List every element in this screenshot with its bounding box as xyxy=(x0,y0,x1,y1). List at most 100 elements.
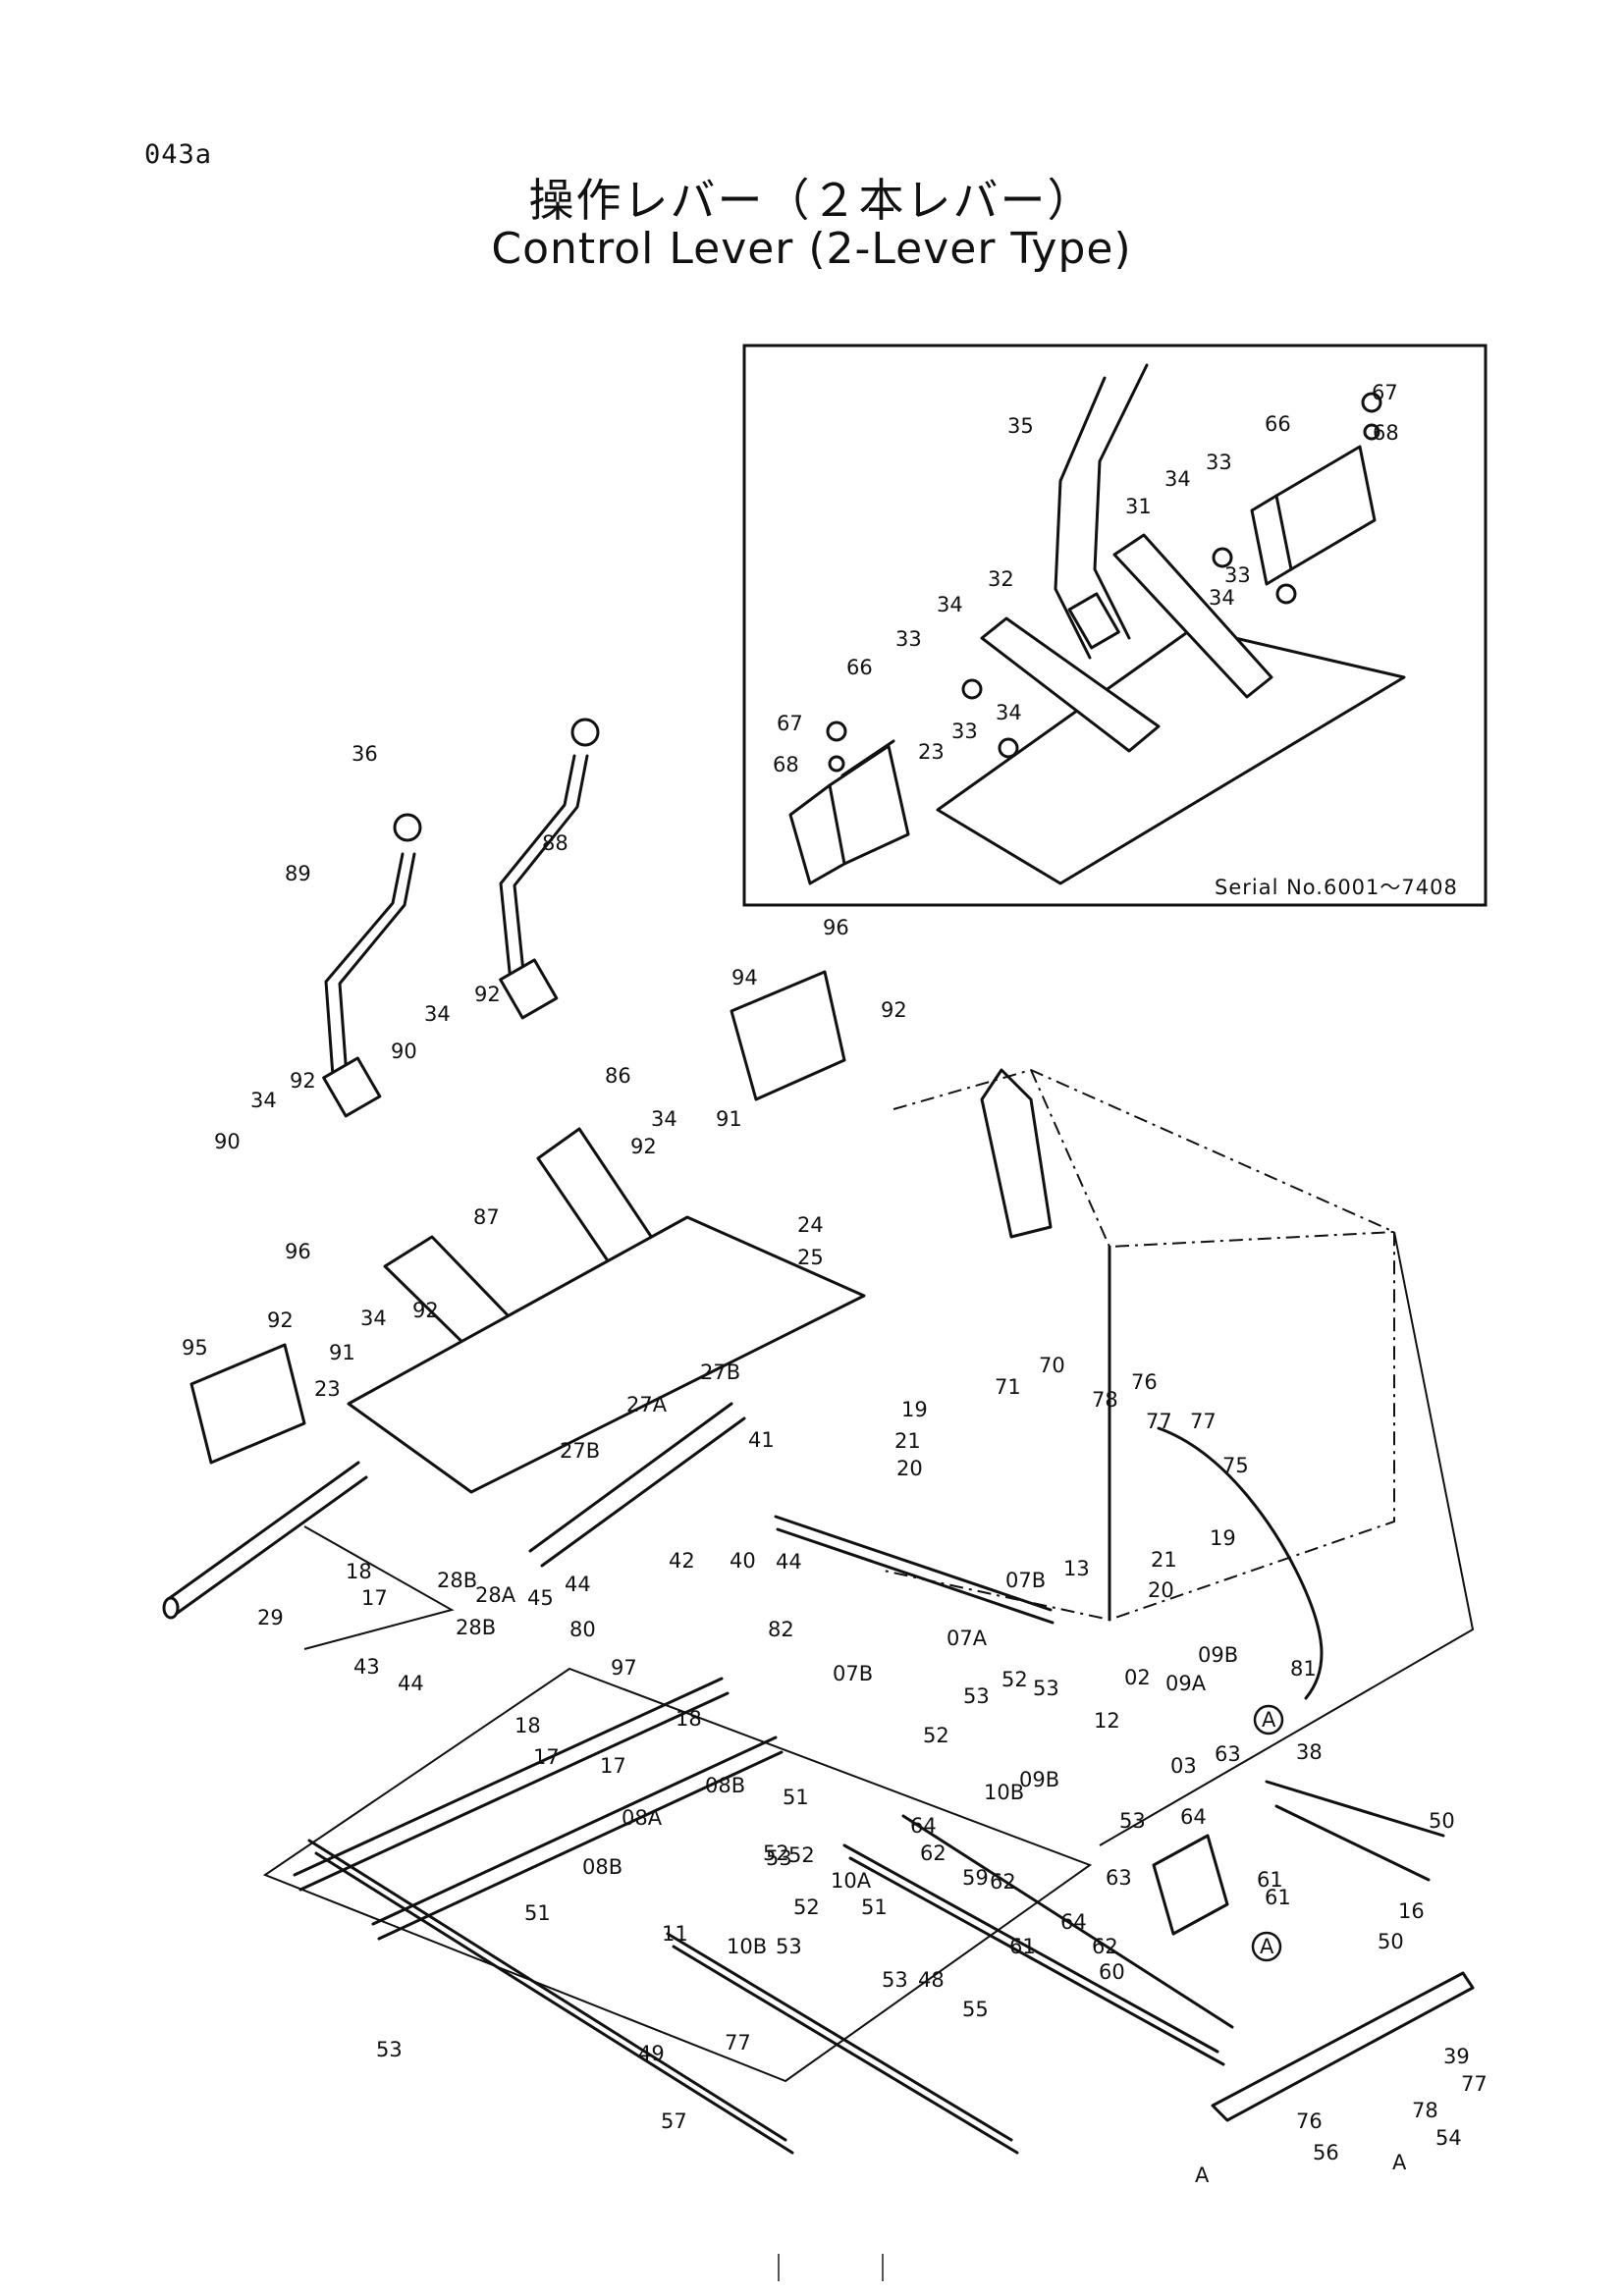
part-label: 10B xyxy=(727,1935,767,1958)
part-label: 02 xyxy=(1124,1666,1151,1689)
callout-a-lower-label: A xyxy=(1260,1935,1274,1958)
part-label: 96 xyxy=(285,1240,311,1263)
part-label: 52 xyxy=(788,1843,815,1867)
lever-88-89 xyxy=(322,718,600,1118)
part-label: 11 xyxy=(662,1922,688,1946)
inset-bracket-left xyxy=(788,783,846,885)
part-label: 53 xyxy=(882,1968,908,1992)
part-label: 77 xyxy=(725,2031,751,2055)
page-code: 043a xyxy=(144,139,213,170)
part-label: 92 xyxy=(474,983,501,1006)
part-label: 81 xyxy=(1290,1657,1317,1681)
inset-part-label: 34 xyxy=(996,701,1022,724)
part-label: 80 xyxy=(569,1618,596,1641)
part-label: 71 xyxy=(995,1375,1021,1399)
frame-54 xyxy=(1211,1971,1475,2122)
inset-part-label: 67 xyxy=(777,712,803,735)
part-label: 34 xyxy=(360,1307,387,1330)
part-label: 53 xyxy=(766,1846,792,1870)
part-label: 64 xyxy=(910,1814,937,1838)
part-label: 76 xyxy=(1131,1370,1158,1394)
inset-part-label: 33 xyxy=(1224,563,1251,587)
part-label: 10A xyxy=(831,1869,872,1893)
footer-tick-right xyxy=(882,2254,884,2281)
part-label: 61 xyxy=(1009,1935,1036,1958)
part-label: 38 xyxy=(1296,1740,1323,1764)
inset-part-label: 31 xyxy=(1125,495,1152,518)
part-label: 24 xyxy=(797,1213,824,1237)
part-label: 62 xyxy=(990,1870,1016,1894)
part-label: 18 xyxy=(514,1714,541,1737)
part-label: 96 xyxy=(823,916,849,939)
part-label: 53 xyxy=(963,1684,990,1708)
part-label: 21 xyxy=(1151,1548,1177,1572)
part-label: 44 xyxy=(565,1573,591,1596)
part-label: 12 xyxy=(1094,1709,1120,1733)
part-label: 54 xyxy=(1435,2126,1462,2150)
part-label: 62 xyxy=(920,1842,947,1865)
part-label: 92 xyxy=(630,1135,657,1158)
part-label: 41 xyxy=(748,1428,775,1452)
part-label: 19 xyxy=(1210,1526,1236,1550)
part-label: 95 xyxy=(182,1336,208,1360)
part-label: 64 xyxy=(1060,1910,1087,1934)
inset-pedal-31 xyxy=(1112,533,1273,699)
part-label: 76 xyxy=(1296,2109,1323,2133)
part-label: 91 xyxy=(716,1107,742,1131)
inset-part-label: 23 xyxy=(918,740,945,764)
part-label: 90 xyxy=(391,1040,417,1063)
part-label: 51 xyxy=(524,1901,551,1925)
part-label: 53 xyxy=(1119,1809,1146,1833)
part-label: 25 xyxy=(797,1246,824,1269)
part-label: 34 xyxy=(424,1002,451,1026)
part-label: 09B xyxy=(1019,1768,1059,1791)
part-label: 19 xyxy=(901,1398,928,1421)
part-label: 28A xyxy=(475,1583,516,1607)
valve-body xyxy=(1152,1834,1229,1936)
part-label: 61 xyxy=(1257,1868,1283,1892)
part-label: A xyxy=(1195,2163,1210,2187)
part-label: 97 xyxy=(611,1656,637,1680)
part-label: 63 xyxy=(1215,1742,1241,1766)
part-label: 29 xyxy=(257,1606,284,1629)
knob-36-left xyxy=(393,813,422,842)
inset-part-label: 33 xyxy=(951,720,978,743)
bracket-94 xyxy=(730,970,846,1101)
part-label: 45 xyxy=(527,1586,554,1610)
part-label: 08B xyxy=(705,1774,745,1797)
part-label: 43 xyxy=(353,1655,380,1679)
part-label: 34 xyxy=(250,1089,277,1112)
part-label: 52 xyxy=(793,1896,820,1919)
part-label: 59 xyxy=(962,1866,989,1890)
part-label: 18 xyxy=(346,1560,372,1583)
part-label: 82 xyxy=(768,1618,794,1641)
part-label: 63 xyxy=(1106,1866,1132,1890)
part-label: 08B xyxy=(582,1855,622,1879)
part-label: 52 xyxy=(923,1724,949,1747)
part-label: 75 xyxy=(1222,1454,1249,1477)
part-label: 08A xyxy=(622,1806,663,1830)
part-label: 20 xyxy=(896,1457,923,1480)
console-lever-cover xyxy=(980,1068,1053,1239)
part-label: 87 xyxy=(473,1205,500,1229)
floor-plate-23 xyxy=(347,1215,866,1494)
cable-75 xyxy=(1157,1426,1324,1700)
footer-tick-left xyxy=(778,2254,780,2281)
part-label: 62 xyxy=(1092,1935,1118,1958)
part-label: 77 xyxy=(1146,1410,1172,1433)
part-label: 53 xyxy=(1033,1677,1059,1700)
part-label: 28B xyxy=(437,1569,477,1592)
part-label: 03 xyxy=(1170,1754,1197,1778)
part-label: 91 xyxy=(329,1341,355,1364)
part-label: 92 xyxy=(881,998,907,1022)
part-label: 50 xyxy=(1378,1930,1404,1953)
part-label: 07B xyxy=(1005,1569,1046,1592)
inset-part-label: 66 xyxy=(1265,412,1291,436)
part-label: 56 xyxy=(1313,2141,1339,2164)
part-label: 92 xyxy=(290,1069,316,1093)
inset-pedal-32 xyxy=(980,616,1161,753)
rod-group xyxy=(293,1677,1445,2155)
callout-a-upper xyxy=(1253,1704,1284,1735)
